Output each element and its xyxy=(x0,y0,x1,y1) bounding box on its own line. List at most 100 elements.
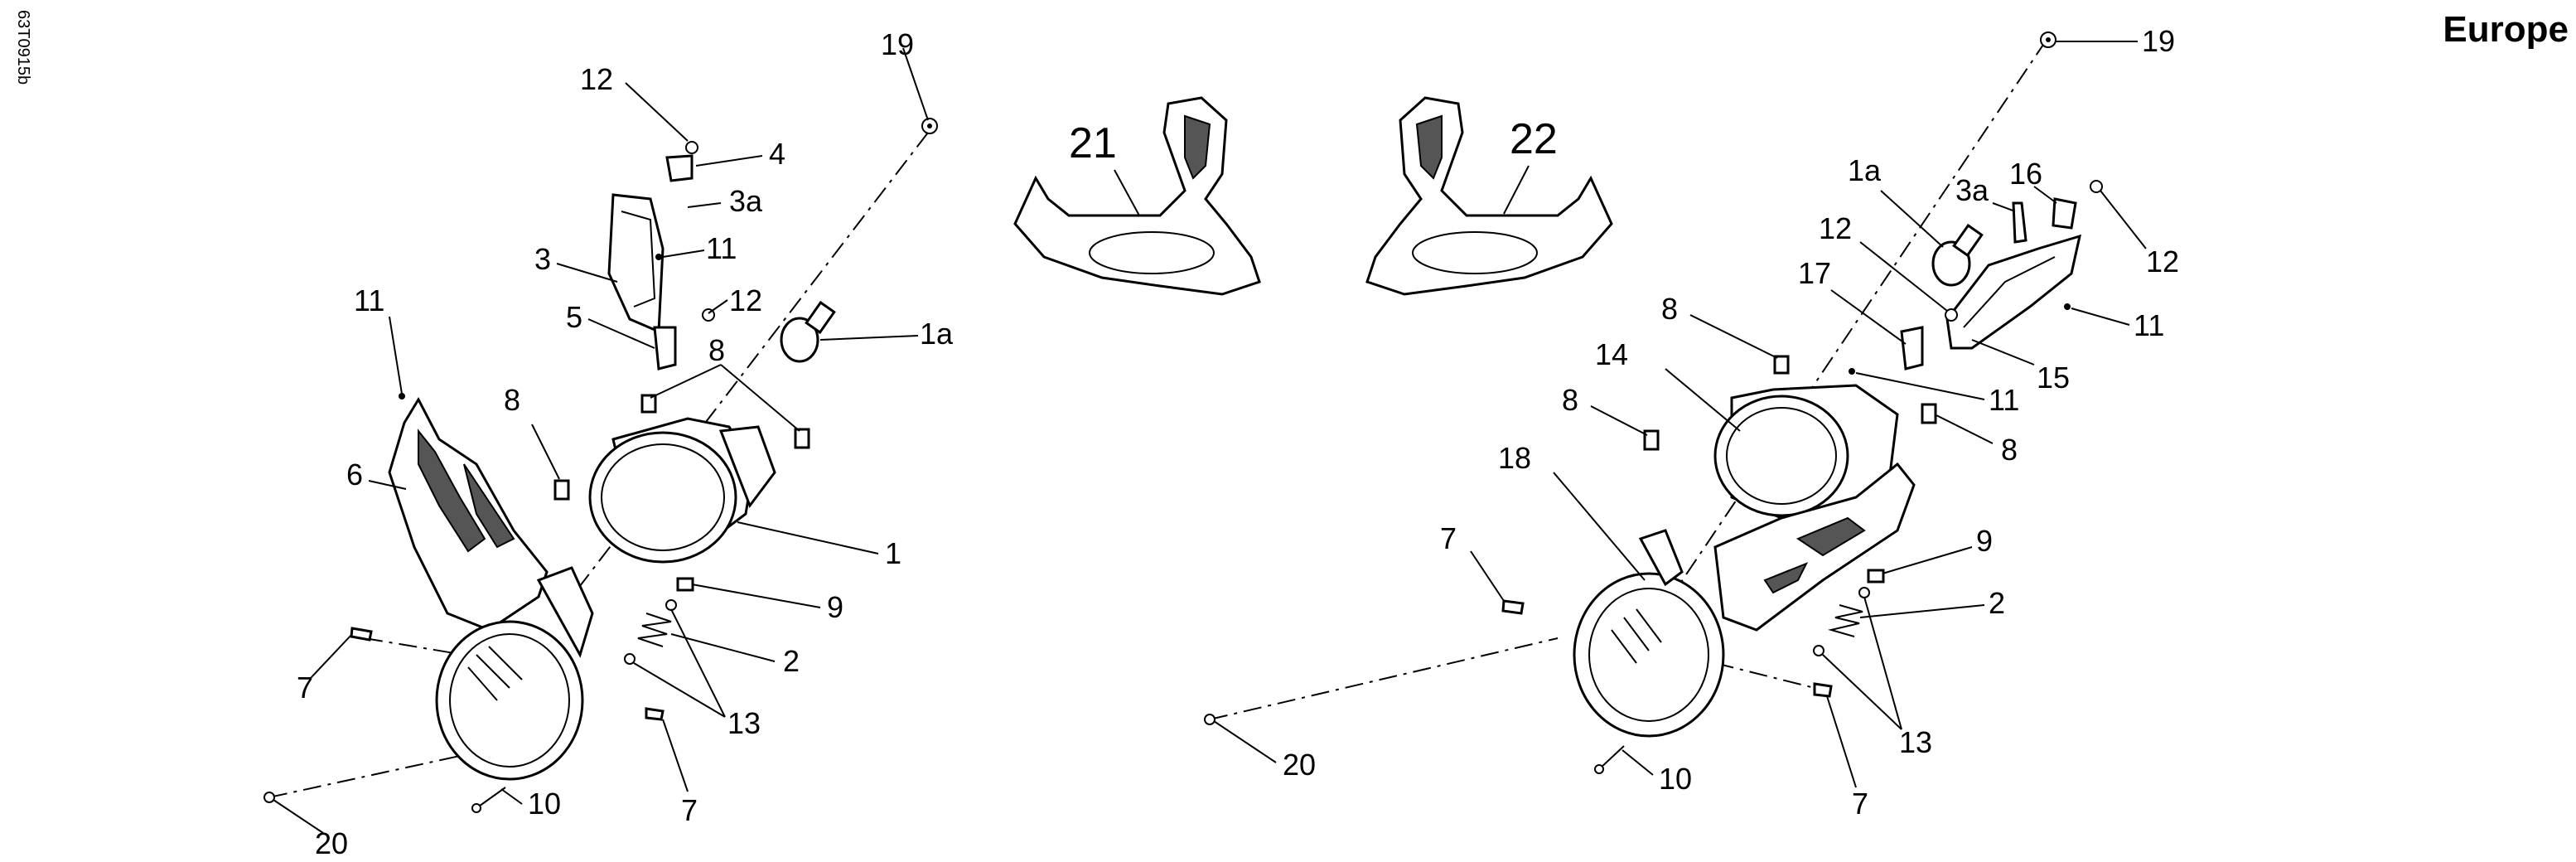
right-lower-axis xyxy=(1209,637,1559,720)
left-leader-11b xyxy=(389,316,403,395)
left-leader-19 xyxy=(902,47,929,121)
right-leader-13b xyxy=(1822,654,1902,730)
right-callout-7a: 7 xyxy=(1440,521,1457,555)
left-callout-12b: 12 xyxy=(729,283,762,317)
right-leader-16 xyxy=(2033,186,2057,204)
right-callout-1a: 1a xyxy=(1848,153,1882,187)
right-callout-17: 17 xyxy=(1798,256,1831,290)
headlamp-unit-14-right xyxy=(1713,384,1899,520)
left-callout-6: 6 xyxy=(346,458,363,492)
left-leader-8b xyxy=(531,424,560,480)
left-leader-12a xyxy=(625,82,689,142)
side-lamp-3-left xyxy=(607,193,665,334)
right-leader-20 xyxy=(1213,720,1277,763)
leader-21 xyxy=(1114,169,1140,216)
left-leader-20 xyxy=(273,799,324,834)
screw-19-right xyxy=(2040,31,2056,48)
right-callout-18: 18 xyxy=(1498,441,1531,475)
right-callout-20: 20 xyxy=(1283,748,1316,782)
clip-9-right xyxy=(1867,569,1885,584)
right-callout-8c: 8 xyxy=(2001,433,2018,467)
right-leader-11b xyxy=(1855,372,1985,400)
left-callout-19: 19 xyxy=(881,27,914,61)
left-leader-12b xyxy=(708,299,728,314)
right-screw-axis xyxy=(1681,654,1815,689)
bracket-17-right xyxy=(1900,326,1924,370)
left-callout-11a: 11 xyxy=(706,231,737,265)
right-leader-1a xyxy=(1880,190,1944,248)
housing-18-right xyxy=(1573,529,1725,738)
left-callout-7a: 7 xyxy=(297,671,313,705)
left-leader-2 xyxy=(670,633,776,662)
right-leader-7a xyxy=(1470,550,1505,602)
left-leader-13a xyxy=(670,608,726,718)
left-screw-axis xyxy=(364,637,465,656)
right-leader-9 xyxy=(1882,546,1973,574)
screw-11-left xyxy=(399,254,662,400)
left-headlight-assembly: 19 12 4 3a 3 11 5 12 1a 8 11 8 6 1 9 2 7… xyxy=(263,27,954,860)
right-callout-3a: 3a xyxy=(1955,173,1989,207)
callout-22: 22 xyxy=(1510,115,1558,163)
left-leader-8a xyxy=(650,364,722,399)
screw-7-right-b xyxy=(1813,682,1833,698)
left-callout-4: 4 xyxy=(769,137,785,171)
bracket-5-left xyxy=(653,326,677,370)
left-callout-10: 10 xyxy=(528,787,561,821)
left-callout-11b: 11 xyxy=(354,283,384,317)
left-callout-1: 1 xyxy=(885,536,901,570)
left-callout-8b: 8 xyxy=(504,383,520,417)
nut-20-right xyxy=(1204,714,1216,725)
clip-8-left-b xyxy=(794,428,810,449)
right-assembly-axis xyxy=(1648,39,2047,631)
right-callout-11b: 11 xyxy=(1989,383,2019,417)
clip-8-right-a xyxy=(1773,355,1790,375)
right-leader-15 xyxy=(1971,339,2035,366)
left-leader-1 xyxy=(737,521,879,554)
nut-20-left xyxy=(263,792,275,803)
left-leader-5 xyxy=(587,318,655,349)
left-leader-13b xyxy=(633,662,726,718)
left-leader-9 xyxy=(691,584,821,608)
right-callout-12a: 12 xyxy=(2146,245,2179,278)
clip-9-left xyxy=(676,577,694,592)
bezel-right xyxy=(1713,462,1916,632)
screw-19-left xyxy=(921,118,938,134)
right-callout-8b: 8 xyxy=(1562,383,1578,417)
left-leader-10 xyxy=(500,788,523,805)
clip-8-right-b xyxy=(1643,429,1660,451)
left-callout-12a: 12 xyxy=(580,62,613,96)
left-leader-7a xyxy=(310,633,353,679)
right-callout-12b: 12 xyxy=(1819,211,1852,245)
right-callout-19: 19 xyxy=(2142,24,2175,58)
right-callout-9: 9 xyxy=(1976,524,1993,558)
left-leader-4 xyxy=(695,155,763,167)
left-callout-13: 13 xyxy=(727,706,761,740)
right-callout-16: 16 xyxy=(2009,157,2042,191)
washer-13-left xyxy=(624,599,677,665)
right-leader-3a xyxy=(1992,202,2016,212)
bracket-22: 22 xyxy=(1365,96,1613,296)
bracket-4-left xyxy=(665,154,694,182)
screw-12-right xyxy=(1945,180,2103,322)
left-callout-20: 20 xyxy=(315,826,348,860)
drawing-code: 63T0915b xyxy=(14,10,32,85)
bracket-21: 21 xyxy=(1013,96,1261,296)
left-leader-8a2 xyxy=(720,364,800,432)
spring-2-left xyxy=(637,613,672,647)
right-leader-8a xyxy=(1689,314,1778,359)
right-leader-14 xyxy=(1665,368,1741,432)
region-label: Europe xyxy=(2443,9,2569,50)
left-leader-3 xyxy=(556,263,618,283)
right-leader-18 xyxy=(1553,472,1646,581)
bulb-1a-right xyxy=(1931,223,1984,287)
bracket-16-right xyxy=(2052,197,2077,230)
right-leader-8b xyxy=(1590,405,1648,436)
right-leader-12b xyxy=(1859,241,1948,312)
right-callout-10: 10 xyxy=(1659,762,1692,796)
right-callout-7b: 7 xyxy=(1852,787,1868,821)
left-leader-3a xyxy=(687,202,722,208)
leader-22 xyxy=(1503,165,1530,215)
left-leader-7b xyxy=(662,719,689,792)
right-leader-8c xyxy=(1934,414,1994,444)
right-callout-15: 15 xyxy=(2037,361,2070,395)
